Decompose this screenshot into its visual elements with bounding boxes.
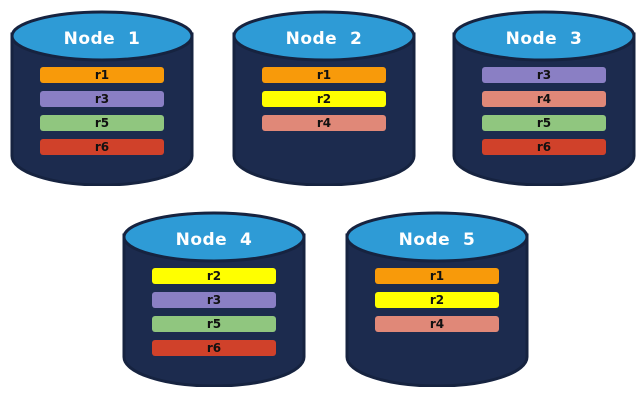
replica-bar-r4[interactable]: r4 <box>482 91 606 107</box>
replica-list: r1 r2 r4 <box>375 268 499 332</box>
cylinder-top-cap <box>232 10 416 62</box>
node-cylinder-3[interactable]: Node 3 r3 r4 r5 r6 <box>451 10 637 186</box>
replica-bar-r3[interactable]: r3 <box>40 91 164 107</box>
replica-bar-r3[interactable]: r3 <box>482 67 606 83</box>
node-cylinder-2[interactable]: Node 2 r1 r2 r4 <box>231 10 417 186</box>
node-cylinder-5[interactable]: Node 5 r1 r2 r4 <box>344 211 530 387</box>
replica-bar-r5[interactable]: r5 <box>152 316 276 332</box>
replica-bar-r6[interactable]: r6 <box>482 139 606 155</box>
node-title-4: Node 4 <box>175 230 253 250</box>
replica-bar-r4[interactable]: r4 <box>262 115 386 131</box>
node-title-2: Node 2 <box>285 29 363 49</box>
replica-bar-r1[interactable]: r1 <box>262 67 386 83</box>
node-title-3: Node 3 <box>505 29 583 49</box>
cylinder-top-cap <box>10 10 194 62</box>
replica-bar-r3[interactable]: r3 <box>152 292 276 308</box>
node-cylinder-1[interactable]: Node 1 r1 r3 r5 r6 <box>9 10 195 186</box>
replica-list: r1 r2 r4 <box>262 67 386 131</box>
cylinder-top-cap <box>452 10 636 62</box>
replica-list: r2 r3 r5 r6 <box>152 268 276 356</box>
node-title-5: Node 5 <box>398 230 476 250</box>
cylinder-top-cap <box>345 211 529 263</box>
replica-list: r3 r4 r5 r6 <box>482 67 606 155</box>
replica-bar-r6[interactable]: r6 <box>152 340 276 356</box>
replica-bar-r5[interactable]: r5 <box>40 115 164 131</box>
replica-bar-r2[interactable]: r2 <box>262 91 386 107</box>
node-cylinder-4[interactable]: Node 4 r2 r3 r5 r6 <box>121 211 307 387</box>
replica-bar-r5[interactable]: r5 <box>482 115 606 131</box>
replica-bar-r1[interactable]: r1 <box>40 67 164 83</box>
replica-list: r1 r3 r5 r6 <box>40 67 164 155</box>
replica-bar-r2[interactable]: r2 <box>152 268 276 284</box>
replica-bar-r4[interactable]: r4 <box>375 316 499 332</box>
node-title-1: Node 1 <box>63 29 141 49</box>
replica-bar-r6[interactable]: r6 <box>40 139 164 155</box>
cylinder-top-cap <box>122 211 306 263</box>
replica-bar-r1[interactable]: r1 <box>375 268 499 284</box>
replica-bar-r2[interactable]: r2 <box>375 292 499 308</box>
